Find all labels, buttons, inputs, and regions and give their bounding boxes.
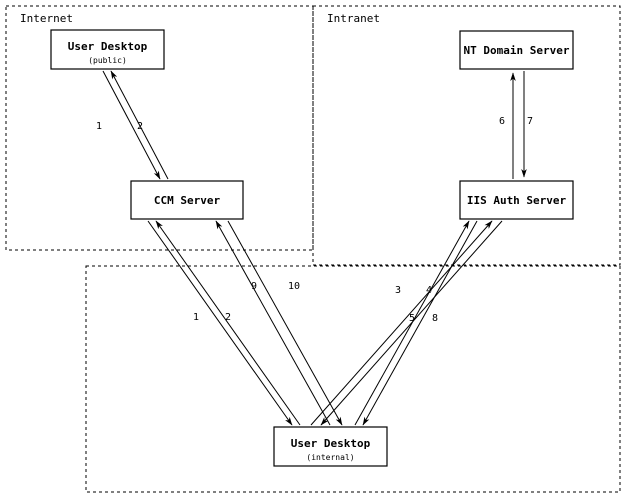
node-title-iis-auth-server: IIS Auth Server [467,194,567,207]
step-label-2-internal: 2 [225,312,231,323]
node-box-nt-domain-server[interactable] [459,30,574,70]
flow-line-1-public-to-ccm [102,70,161,180]
node-box-user-desktop-public[interactable] [50,29,165,70]
step-label-8: 8 [432,313,438,324]
node-box-iis-auth-server[interactable] [459,180,574,220]
flow-line-9-internal-to-ccm [215,220,331,426]
flow-line-1-ccm-to-internal [147,220,293,426]
zone-boundaries [5,5,621,493]
flow-group-iis-nt [510,71,527,179]
step-label-9: 9 [251,281,257,292]
node-box-user-desktop-internal[interactable] [273,426,388,467]
step-labels: 1 2 1 2 3 4 5 6 7 8 9 10 [96,116,533,324]
step-label-7: 7 [527,116,533,127]
step-label-10: 10 [288,281,300,292]
flow-line-5-internal-to-iis [310,220,493,426]
node-subtitle-user-desktop-public: (public) [88,56,127,65]
zone-intranet-box [312,5,621,266]
node-title-user-desktop-public: User Desktop [68,40,148,53]
step-label-6: 6 [499,116,505,127]
step-label-2-public: 2 [137,121,143,132]
zone-label-intranet: Intranet [327,12,380,25]
step-label-4: 4 [426,285,432,296]
step-label-5: 5 [409,313,415,324]
flow-line-10-ccm-to-internal [227,220,343,426]
flow-group-ccm-internal-b [215,220,343,426]
node-user-desktop-public[interactable]: User Desktop (public) [50,29,165,70]
flow-group-internal-iis-b [310,220,503,426]
zone-label-internet: Internet [20,12,73,25]
step-label-3: 3 [395,285,401,296]
node-title-user-desktop-internal: User Desktop [291,437,371,450]
node-box-ccm-server[interactable] [130,180,244,220]
flow-group-internal-iis-a [354,220,478,426]
flow-line-2-internal-to-ccm [155,220,301,426]
node-title-nt-domain-server: NT Domain Server [464,44,570,57]
node-user-desktop-internal[interactable]: User Desktop (internal) [273,426,388,467]
node-subtitle-user-desktop-internal: (internal) [306,453,354,462]
step-label-1-public: 1 [96,121,102,132]
flow-line-2-ccm-to-public [110,70,169,180]
node-nt-domain-server[interactable]: NT Domain Server [459,30,574,70]
flow-group-public-ccm [102,70,169,180]
step-label-1-internal: 1 [193,312,199,323]
flow-line-4-iis-to-internal [362,220,478,426]
node-ccm-server[interactable]: CCM Server [130,180,244,220]
node-iis-auth-server[interactable]: IIS Auth Server [459,180,574,220]
zone-internal-box [85,265,621,493]
flow-line-8-iis-to-internal [320,220,503,426]
flow-group-ccm-internal-a [147,220,301,426]
node-title-ccm-server: CCM Server [154,194,221,207]
